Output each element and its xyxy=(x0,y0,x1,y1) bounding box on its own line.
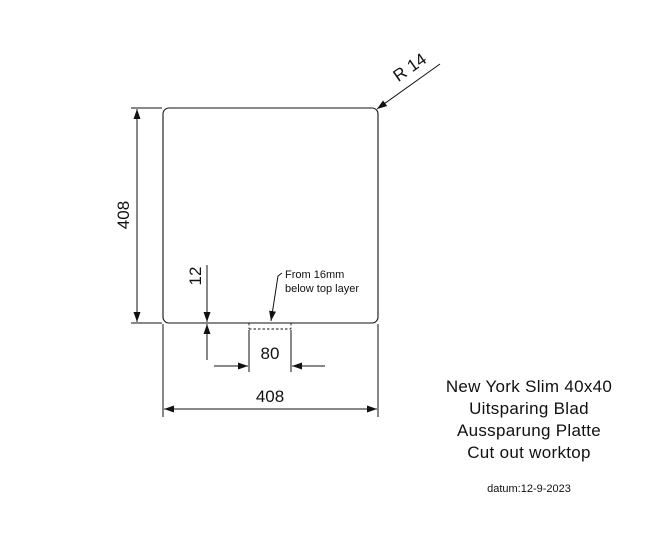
title-block: New York Slim 40x40 Uitsparing Blad Auss… xyxy=(400,376,658,464)
slot-width-dimension xyxy=(214,330,325,372)
width-label: 408 xyxy=(256,387,284,406)
title-line-4: Cut out worktop xyxy=(467,443,591,462)
offset-dimension xyxy=(199,265,215,360)
title-line-2: Uitsparing Blad xyxy=(469,399,589,418)
recess-slot xyxy=(248,323,292,330)
radius-label: R 14 xyxy=(390,49,430,85)
cutout-outline xyxy=(162,107,379,324)
date-label: datum:12-9-2023 xyxy=(487,483,571,495)
width-dimension xyxy=(162,324,379,417)
title-line-1: New York Slim 40x40 xyxy=(445,377,613,396)
note-leader xyxy=(269,272,283,322)
note-line-2: below top layer xyxy=(285,283,359,295)
radius-leader xyxy=(376,63,441,110)
note-line-1: From 16mm xyxy=(285,269,344,281)
height-label: 408 xyxy=(114,201,133,229)
height-dimension xyxy=(131,107,162,324)
slot-width-label: 80 xyxy=(261,344,280,363)
offset-label: 12 xyxy=(186,267,205,286)
title-line-3: Aussparung Platte xyxy=(456,421,602,440)
